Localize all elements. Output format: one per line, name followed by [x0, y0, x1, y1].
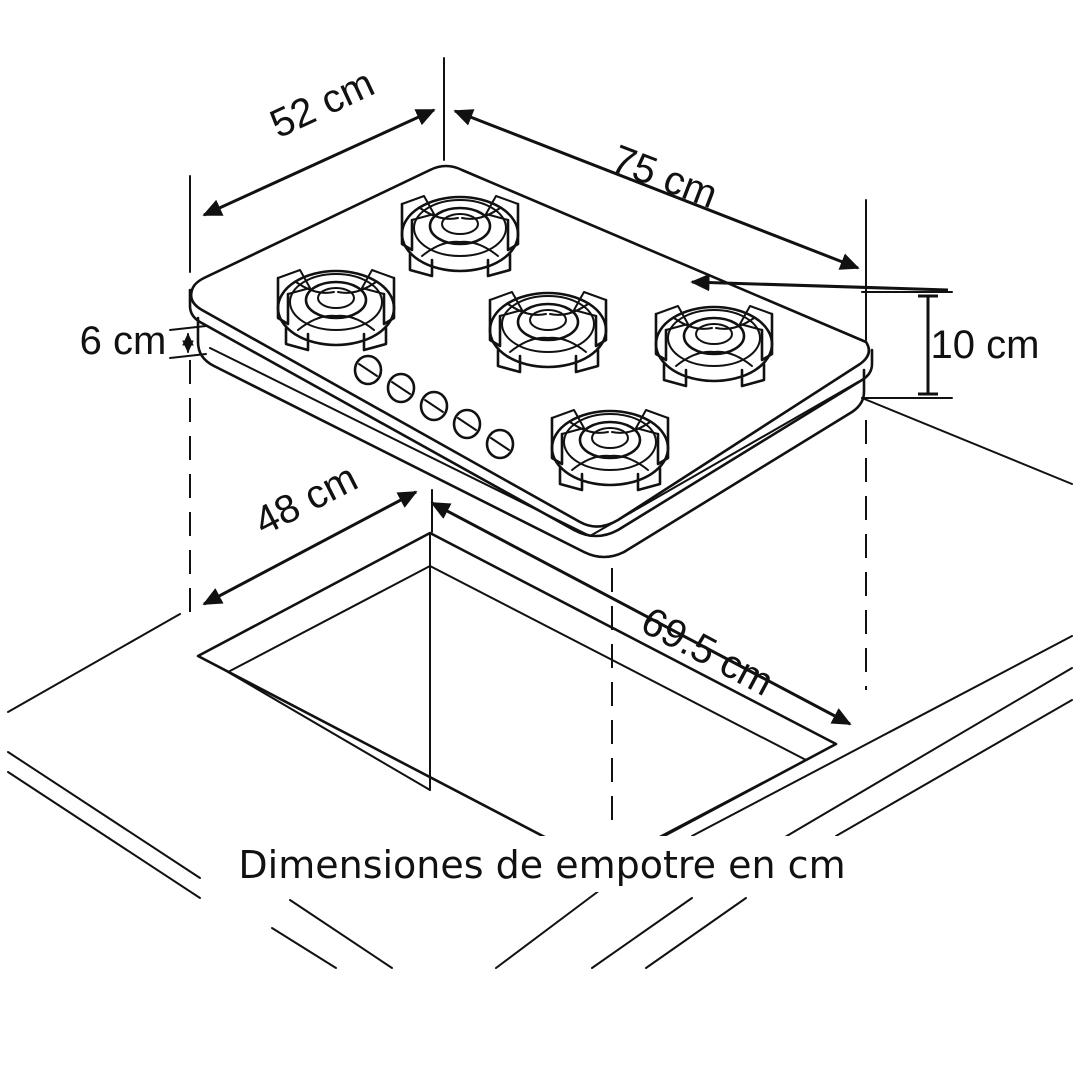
counter-left-edge	[7, 613, 181, 713]
burner-front	[550, 408, 670, 492]
counter-front-lower-mid-2	[591, 897, 693, 969]
cutout-inner-floor	[227, 671, 431, 791]
knob-3	[419, 390, 449, 422]
cooktop-top-surface	[189, 164, 871, 528]
counter-front-lower-mid	[495, 889, 601, 969]
knob-4	[452, 408, 482, 440]
label-6cm: 6 cm	[80, 319, 167, 363]
dimension-arrows	[182, 108, 949, 726]
projection-lines	[189, 360, 867, 830]
dimension-labels: 52 cm 75 cm 6 cm 10 cm 48 cm 69.5 cm	[80, 61, 1040, 705]
counter-front-lower-left	[271, 927, 337, 969]
counter-front-edge-bottom	[7, 771, 201, 899]
burners	[276, 194, 774, 492]
counter-right-edge-3	[835, 699, 1073, 837]
control-knobs	[353, 354, 515, 460]
counter-right-edge-bottom	[779, 667, 1073, 841]
caption-text: Dimensiones de empotre en cm	[238, 843, 845, 887]
caption-backdrop	[206, 836, 878, 892]
label-75cm: 75 cm	[606, 137, 723, 217]
counter-back-edge	[861, 397, 1073, 485]
label-10cm: 10 cm	[931, 323, 1040, 367]
countertop	[7, 397, 1073, 969]
counter-front-lower-right	[645, 897, 747, 969]
dim-arrow-75	[453, 109, 860, 270]
knob-5	[485, 428, 515, 460]
counter-front-edge-top	[7, 751, 201, 879]
label-52cm: 52 cm	[264, 61, 381, 147]
ext-thickness-top	[169, 325, 207, 331]
cutout-hole	[196, 531, 838, 870]
counter-right-edge-top	[691, 635, 1073, 837]
label-48cm: 48 cm	[248, 456, 365, 545]
knob-2	[386, 372, 416, 404]
extension-lines	[169, 57, 953, 533]
knob-1	[353, 354, 383, 386]
dim-arrow-52	[202, 108, 436, 217]
cutout-outer	[196, 531, 838, 870]
dim-arrow-48	[202, 490, 418, 606]
burner-right	[654, 304, 774, 388]
counter-front-lower-left-2	[289, 899, 393, 969]
burner-center	[488, 290, 608, 374]
burner-back	[400, 194, 520, 278]
ext-thickness-bottom	[169, 353, 207, 359]
burner-left	[276, 268, 396, 352]
dim-arrow-10-pointer	[690, 273, 949, 292]
dim-arrow-69-5	[430, 501, 852, 726]
